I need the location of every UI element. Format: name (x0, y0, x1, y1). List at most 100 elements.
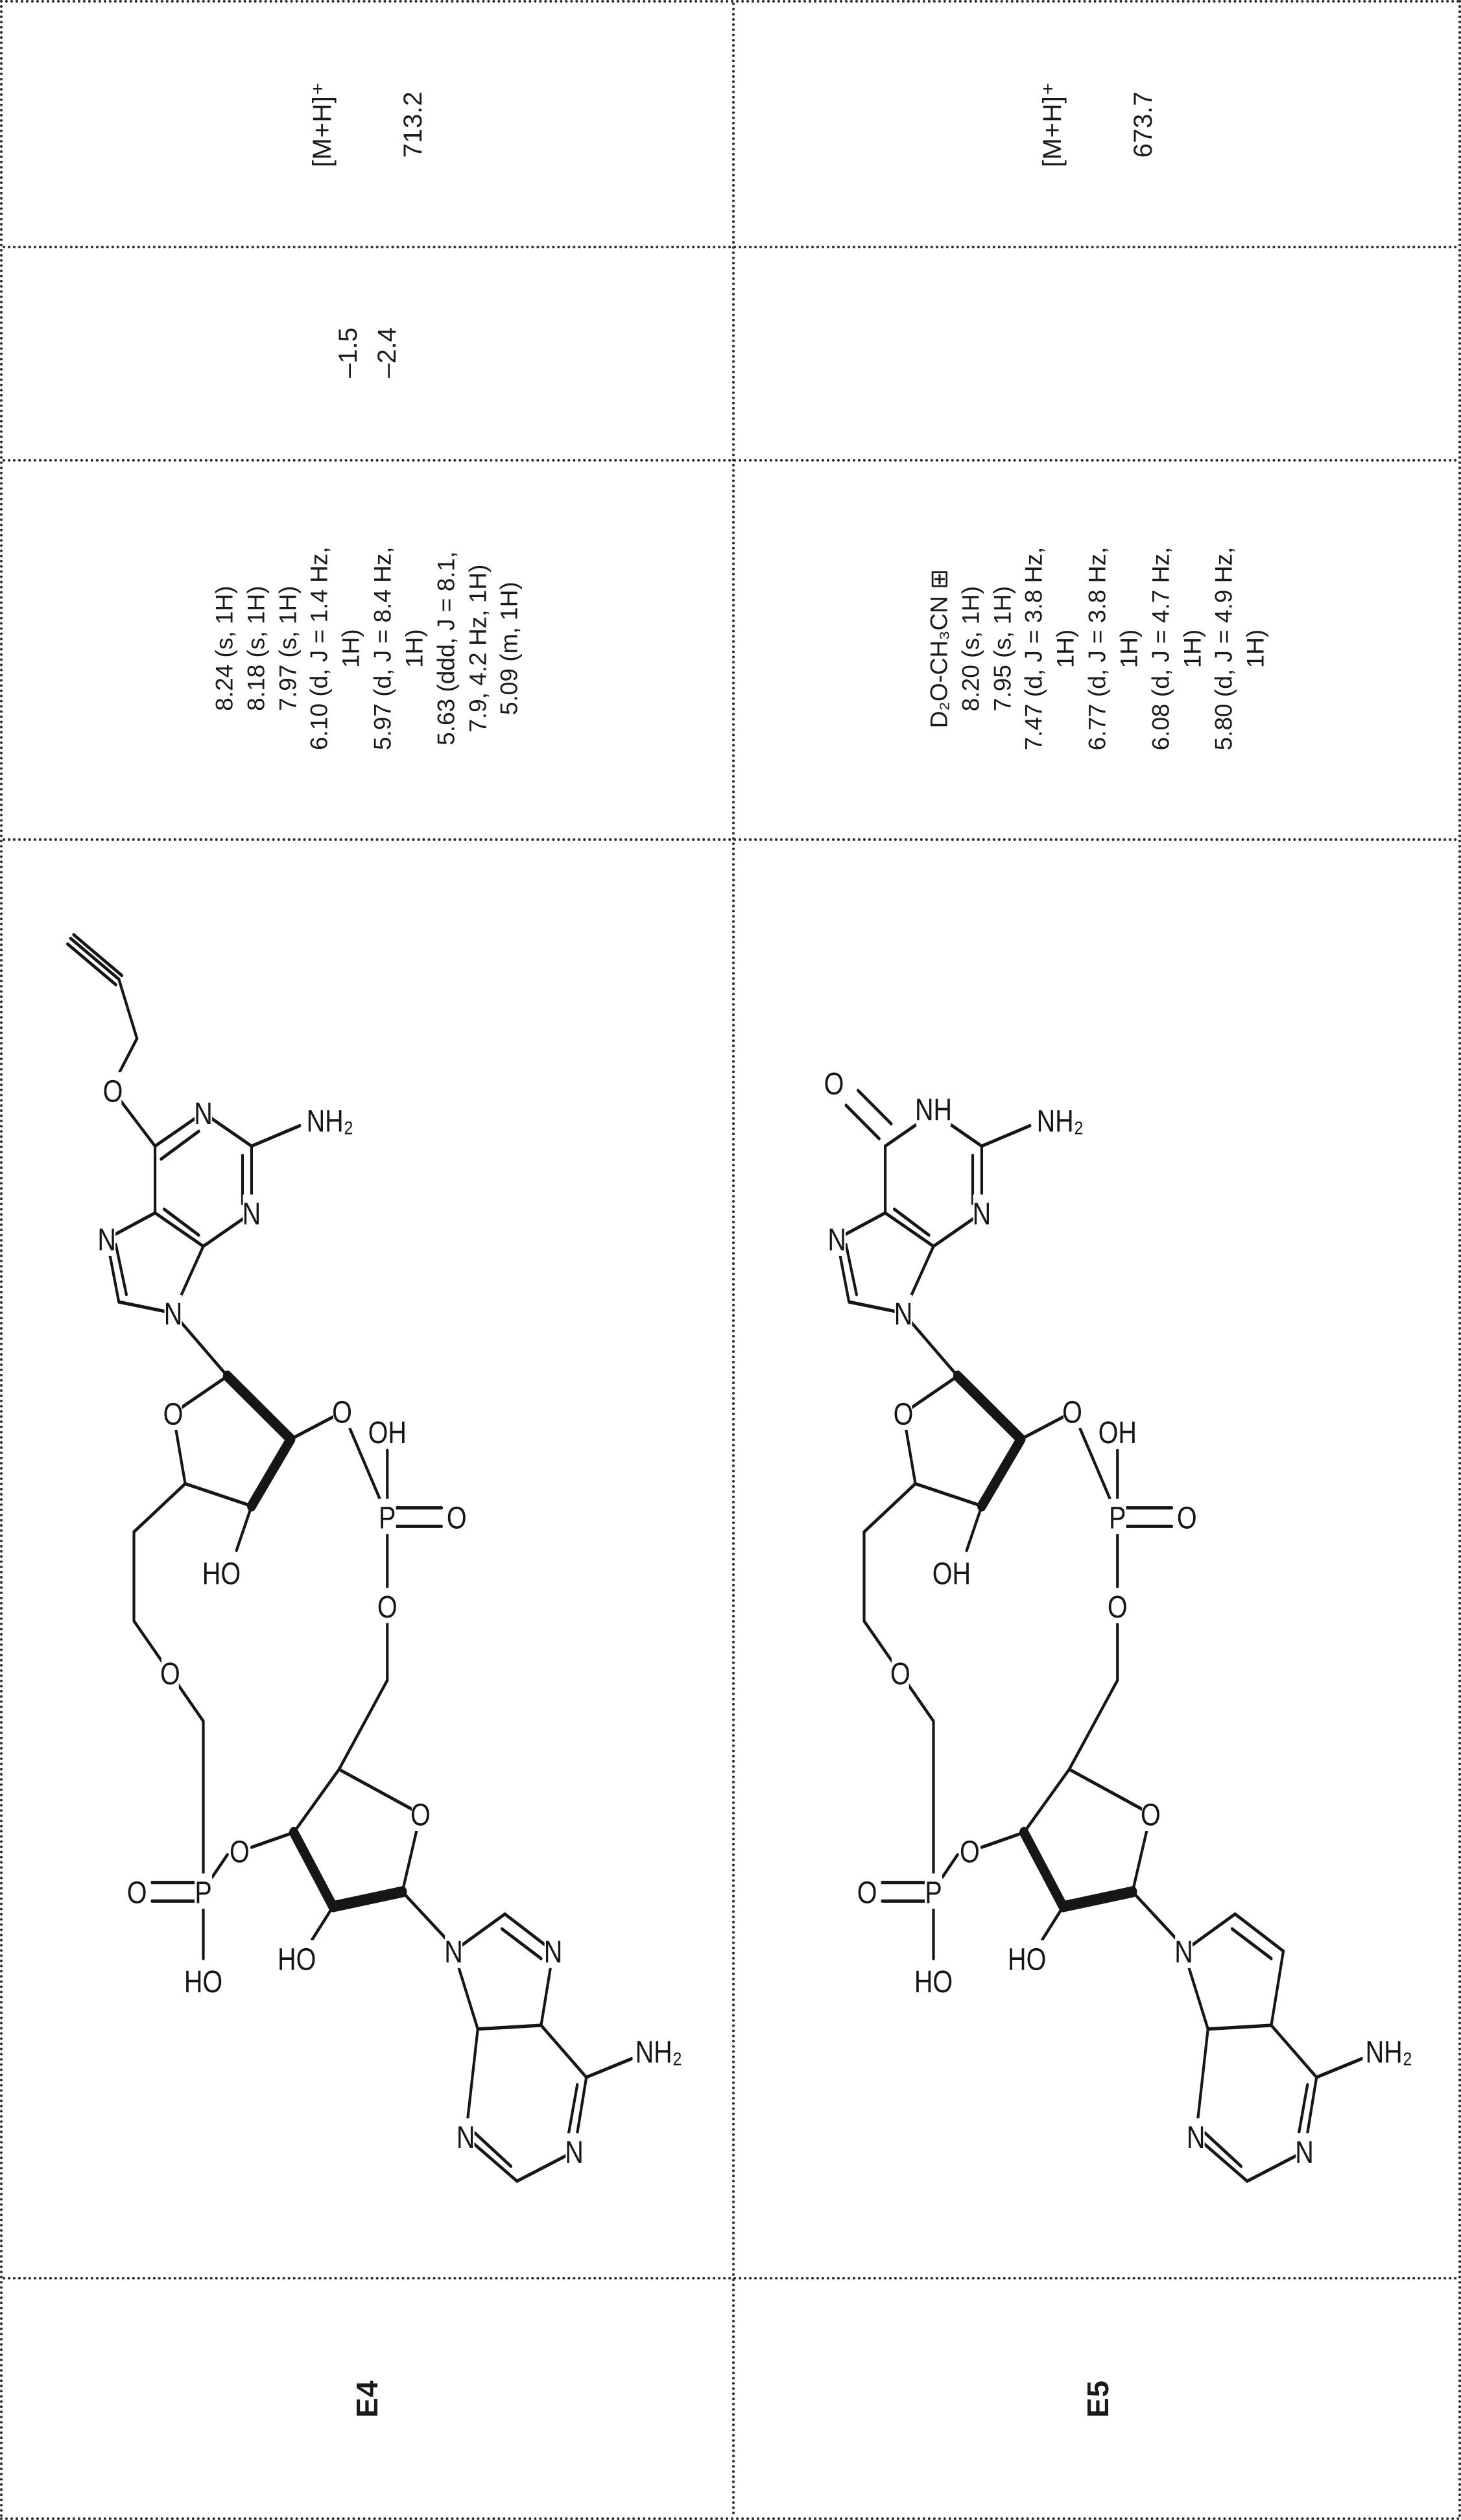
atom-label-bg (369, 1413, 405, 1449)
atom-label: N (456, 2120, 475, 2155)
bond (914, 1481, 984, 1507)
bond (250, 1830, 295, 1849)
bond (222, 1370, 295, 1444)
cell-e4-label: E4 (3, 2277, 732, 2517)
atom-label: O (163, 1396, 183, 1431)
atom-label: N (242, 1196, 261, 1231)
atom-label-bg (444, 1932, 462, 1968)
bond (400, 1889, 452, 1946)
bond (289, 1826, 337, 1912)
bond (153, 1210, 205, 1248)
atom-label: HO (184, 1964, 222, 1999)
bond (473, 2130, 512, 2168)
atom-label-bg (916, 1962, 951, 1997)
atom-label: NH₂ (306, 1103, 353, 1138)
bond (965, 1503, 984, 1552)
atom-label-bg (447, 1498, 466, 1534)
atom-label: HO (202, 1556, 240, 1591)
ms-block-e4: [M+H]⁺ 713.2 (254, 82, 481, 167)
atom-label: N (194, 1096, 213, 1131)
atom-label-bg (378, 1498, 396, 1534)
atom-label-bg (632, 2032, 685, 2068)
bond (65, 941, 117, 986)
atom-label: O (377, 1590, 397, 1625)
bond (476, 2023, 543, 2031)
bond (159, 1129, 200, 1160)
atom-label-bg (411, 1795, 429, 1831)
atom-label-bg (104, 1072, 121, 1107)
bond (977, 1433, 1026, 1511)
atom-label: N (565, 2135, 584, 2170)
atom-label-bg (1187, 2117, 1205, 2154)
atom-label: O (446, 1500, 466, 1535)
bond (337, 1767, 422, 1815)
atom-label: O (1177, 1500, 1197, 1535)
atom-label-bg (164, 1395, 182, 1430)
atom-label-bg (891, 1654, 909, 1690)
atom-label: NH₂ (635, 2034, 682, 2069)
bond (1058, 1885, 1137, 1912)
bond (337, 1678, 388, 1771)
cell-e5-pshifts (732, 246, 1458, 459)
cell-e4-pshifts: –1.5 –2.4 (3, 246, 732, 459)
atom-label: P (1109, 1500, 1126, 1535)
bond (1246, 2149, 1306, 2183)
bond (584, 2056, 633, 2079)
grid-vline-center (732, 3, 735, 2517)
atom-label-bg (1009, 1940, 1045, 1975)
atom-label-bg (1362, 2032, 1416, 2068)
pshifts-e4: –1.5 –2.4 (333, 327, 401, 378)
atom-label: N (1295, 2135, 1314, 2170)
bond (1022, 1767, 1071, 1834)
atom-label: O (229, 1834, 249, 1869)
atom-label-bg (916, 1090, 951, 1126)
atom-label: O (824, 1066, 844, 1101)
bond (162, 1207, 200, 1237)
atom-label: O (410, 1797, 431, 1832)
atom-label: NH (915, 1092, 952, 1127)
atom-label-bg (894, 1294, 912, 1330)
bond (901, 1374, 959, 1415)
atom-label: OH (932, 1556, 971, 1591)
atom-label: N (894, 1297, 913, 1332)
cell-e4-nmr: 8.24 (s, 1H) 8.18 (s, 1H) 7.97 (s, 1H) 6… (3, 459, 732, 838)
atom-label: O (332, 1395, 352, 1430)
bond (884, 1210, 935, 1248)
atom-label: NH₂ (1366, 2034, 1412, 2069)
atom-label-bg (333, 1393, 351, 1428)
atom-label-bg (960, 1832, 979, 1868)
bond (246, 1433, 295, 1511)
atom-label: N (163, 1297, 182, 1332)
atom-label-bg (858, 1873, 876, 1909)
bond (1270, 2023, 1318, 2079)
atom-label-bg (128, 1873, 146, 1909)
bond (1067, 1678, 1119, 1771)
bond (117, 1300, 174, 1315)
atom-label: OH (1099, 1415, 1137, 1450)
atom-label-bg (204, 1554, 239, 1590)
atom-label-bg (544, 1932, 562, 1968)
bond (980, 1124, 1032, 1148)
atom-label: O (1062, 1395, 1082, 1430)
bond (1019, 1826, 1068, 1912)
bond (844, 1103, 881, 1140)
atom-label: O (890, 1656, 910, 1691)
atom-label: P (925, 1875, 942, 1910)
bond (1204, 2130, 1243, 2168)
atom-label-bg (185, 1962, 220, 1997)
atom-label-bg (894, 1395, 912, 1430)
bond (1206, 2023, 1273, 2031)
cell-e5-label: E5 (732, 2277, 1458, 2517)
bond (901, 1311, 959, 1378)
atom-label-bg (565, 2132, 583, 2169)
bond (1131, 1889, 1182, 1946)
atom-label-bg (279, 1940, 315, 1975)
atom-label: N (444, 1935, 463, 1970)
atom-label: O (960, 1834, 980, 1869)
